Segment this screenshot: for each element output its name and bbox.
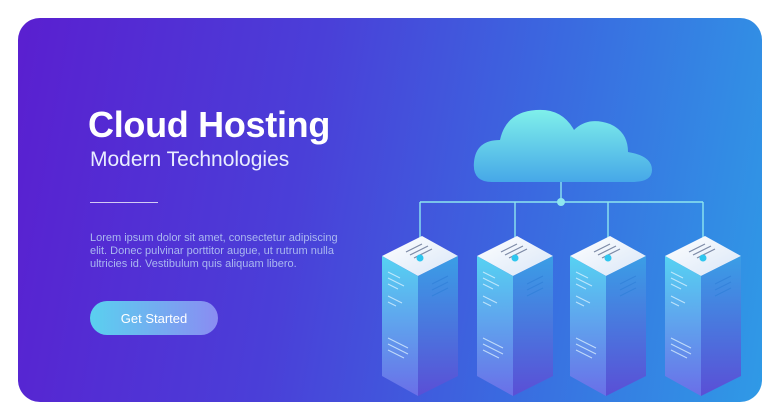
get-started-button[interactable]: Get Started xyxy=(90,301,218,335)
hub-node xyxy=(557,198,565,206)
network-lines xyxy=(419,182,704,260)
server-rack-icon xyxy=(664,235,742,397)
cloud-network-illustration xyxy=(381,109,742,397)
hero-subtitle: Modern Technologies xyxy=(90,148,290,171)
title-divider xyxy=(90,202,158,203)
hero-banner: Cloud Hosting Modern Technologies Lorem … xyxy=(18,18,762,402)
hero-title: Cloud Hosting xyxy=(88,104,331,145)
cloud-icon xyxy=(473,109,652,182)
hero-description: Lorem ipsum dolor sit amet, consectetur … xyxy=(90,232,338,270)
server-rack-icon xyxy=(569,235,647,397)
server-rack-icon xyxy=(381,235,459,397)
server-rack-icon xyxy=(476,235,554,397)
